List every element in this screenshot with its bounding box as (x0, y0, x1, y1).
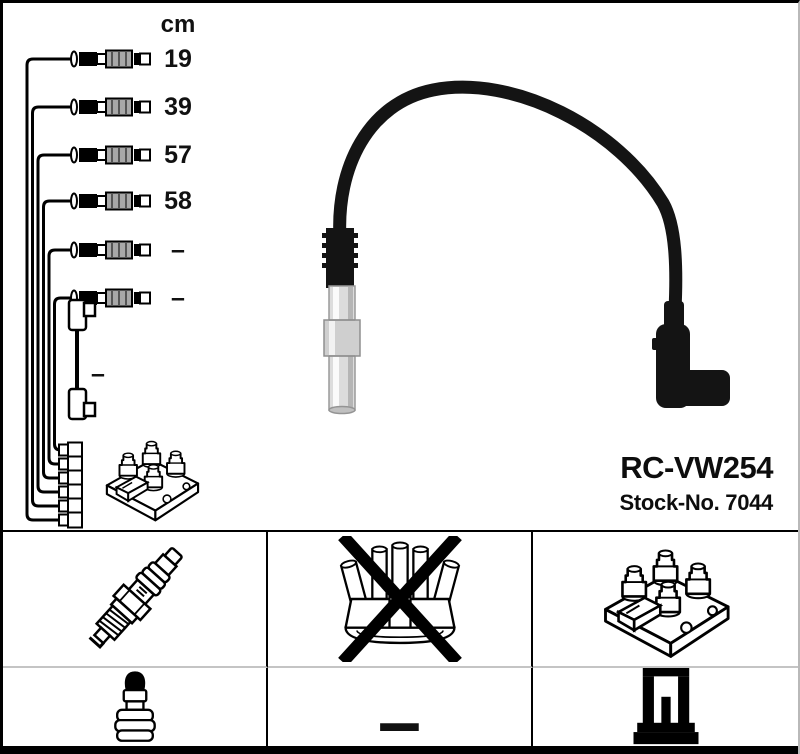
cable-length-5: – (171, 236, 185, 264)
coil-end-plugs (58, 441, 83, 529)
link-cable (67, 298, 97, 421)
cable-length-3: 57 (164, 141, 192, 169)
legend-cell-distributor-cap (268, 532, 533, 668)
coil-boot-connector (652, 301, 730, 408)
stock-number: Stock-No. 7044 (619, 490, 773, 515)
product-identification: RC-VW254 Stock-No. 7044 (619, 452, 773, 514)
ignition-cable-photo (322, 80, 730, 415)
distributor-cap-crossed-icon (335, 536, 465, 662)
cable-connector-rows (70, 49, 151, 308)
unit-label: cm (160, 11, 196, 38)
cable-length-diagram (25, 49, 213, 529)
part-number: RC-VW254 (620, 450, 773, 485)
cable-wire (333, 80, 683, 317)
legend-cell-spark-plug (3, 532, 268, 668)
link-cable-length: – (91, 360, 105, 388)
cable-length-4: 58 (164, 187, 192, 215)
cable-length-2: 39 (164, 93, 192, 121)
legend-cell-ignition-coil (533, 532, 798, 668)
cable-length-6: – (171, 284, 185, 312)
spark-plug-icon (80, 538, 192, 657)
bottom-border (3, 746, 798, 754)
ignition-coil-drawing (107, 442, 198, 521)
cable-bracket-lines (25, 57, 73, 522)
kit-contents-legend: – (3, 530, 798, 754)
plug-connector (322, 228, 361, 415)
legend-cell-coil-terminal (533, 668, 798, 746)
coil-terminal-icon (633, 668, 698, 745)
dash-label: – (377, 677, 422, 746)
plug-connector-icon (113, 671, 156, 742)
ignition-coil-icon (593, 539, 738, 659)
legend-cell-plug-connector (3, 668, 268, 746)
cable-length-1: 19 (164, 45, 192, 73)
legend-cell-dash: – (268, 668, 533, 746)
